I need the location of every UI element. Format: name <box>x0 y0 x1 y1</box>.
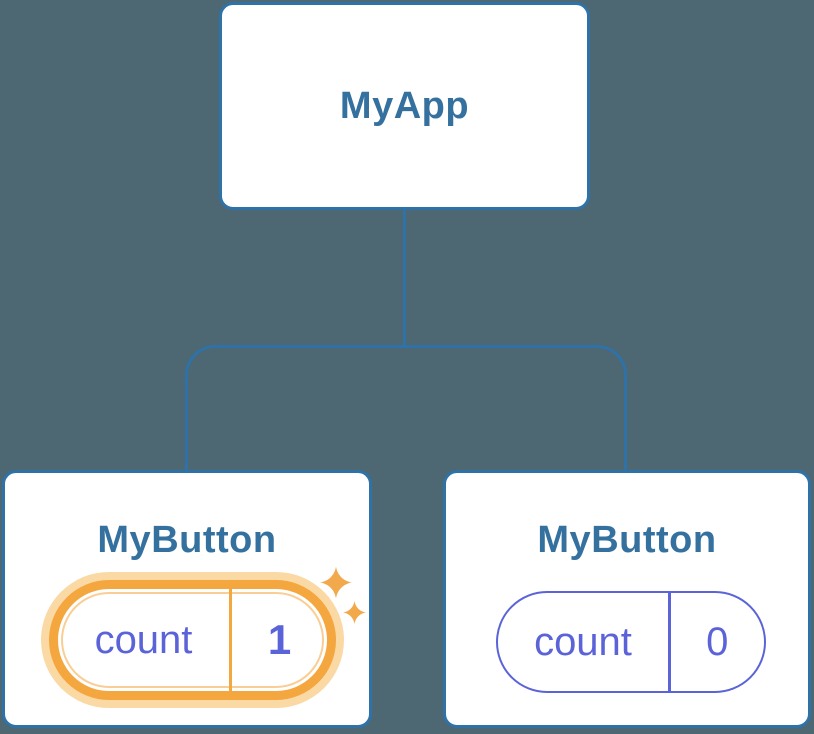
component-card-mybutton-left: MyButton count 1 <box>2 470 372 728</box>
component-card-mybutton-right: MyButton count 0 <box>443 470 811 728</box>
component-title-mybutton-right: MyButton <box>537 519 717 561</box>
component-card-myapp: MyApp <box>219 2 590 210</box>
state-pill-plain: count 0 <box>496 591 766 693</box>
tree-connector-stem <box>403 209 406 347</box>
component-title-mybutton-left: MyButton <box>97 519 277 561</box>
component-title-myapp: MyApp <box>339 84 470 127</box>
tree-connector-branch <box>185 345 627 471</box>
state-value: 0 <box>706 619 729 664</box>
state-key-label: count <box>94 617 193 662</box>
state-pill-body: count 1 <box>58 589 327 691</box>
state-pill-divider <box>229 589 232 691</box>
state-value: 1 <box>267 616 292 663</box>
state-pill-highlighted: count 1 <box>41 572 344 708</box>
state-pill-highlight-ring: count 1 <box>49 580 336 700</box>
sparkle-icon <box>343 601 366 624</box>
state-pill-divider <box>668 593 671 691</box>
sparkle-icon <box>320 566 352 599</box>
state-key-label: count <box>534 619 632 664</box>
